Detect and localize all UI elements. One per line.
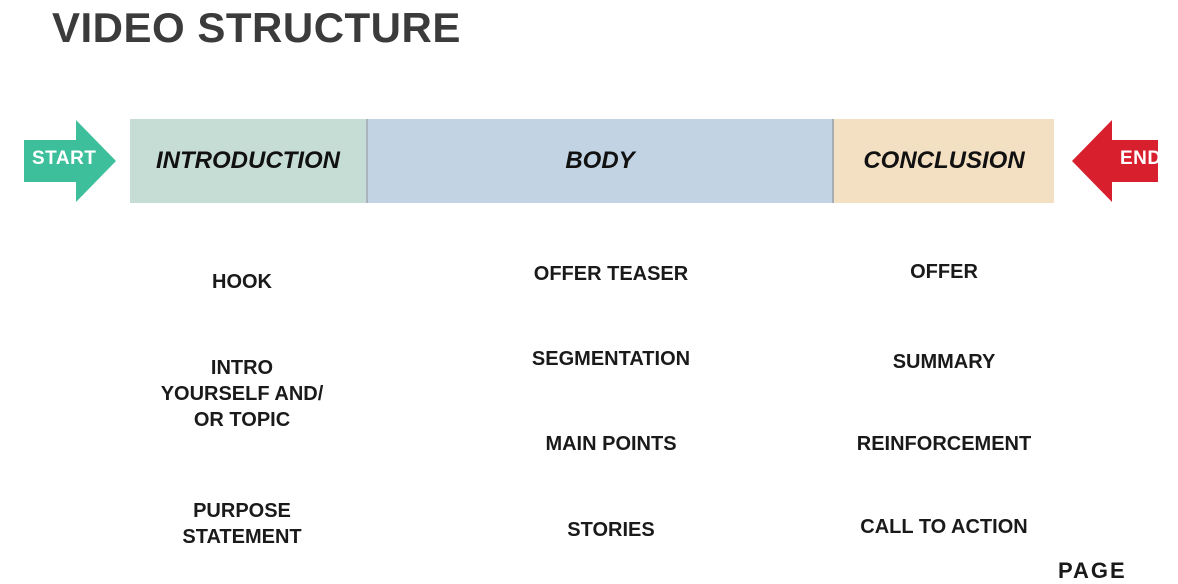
page-title: VIDEO STRUCTURE [52, 4, 461, 51]
end-arrow: END [1072, 120, 1161, 202]
start-label: START [32, 148, 97, 169]
conclusion-label: CONCLUSION [863, 147, 1025, 174]
intro-item-purpose-statement: PURPOSE STATEMENT [182, 500, 302, 548]
conclusion-item-reinforcement: REINFORCEMENT [856, 433, 1032, 455]
introduction-label: INTRODUCTION [156, 147, 340, 174]
conclusion-item-summary: SUMMARY [892, 351, 996, 373]
start-arrow-icon [24, 120, 116, 202]
start-arrow: START [24, 120, 116, 202]
end-label: END [1120, 148, 1162, 169]
introduction-bar: INTRODUCTION [130, 119, 366, 203]
page-footer-text: PAGE [1058, 558, 1127, 583]
body-label: BODY [565, 147, 635, 174]
body-item-main-points: MAIN POINTS [545, 433, 677, 455]
body-bar: BODY [366, 119, 832, 203]
end-arrow-icon [1072, 120, 1158, 202]
conclusion-item-offer: OFFER [910, 261, 978, 283]
conclusion-bar: CONCLUSION [832, 119, 1054, 203]
body-item-offer-teaser: OFFER TEASER [533, 263, 689, 285]
intro-item-intro-yourself: INTRO YOURSELF AND/ OR TOPIC [160, 357, 324, 431]
conclusion-item-call-to-action: CALL TO ACTION [860, 516, 1028, 538]
intro-item-hook: HOOK [212, 271, 272, 293]
body-item-stories: STORIES [567, 519, 655, 541]
body-item-segmentation: SEGMENTATION [531, 348, 691, 370]
